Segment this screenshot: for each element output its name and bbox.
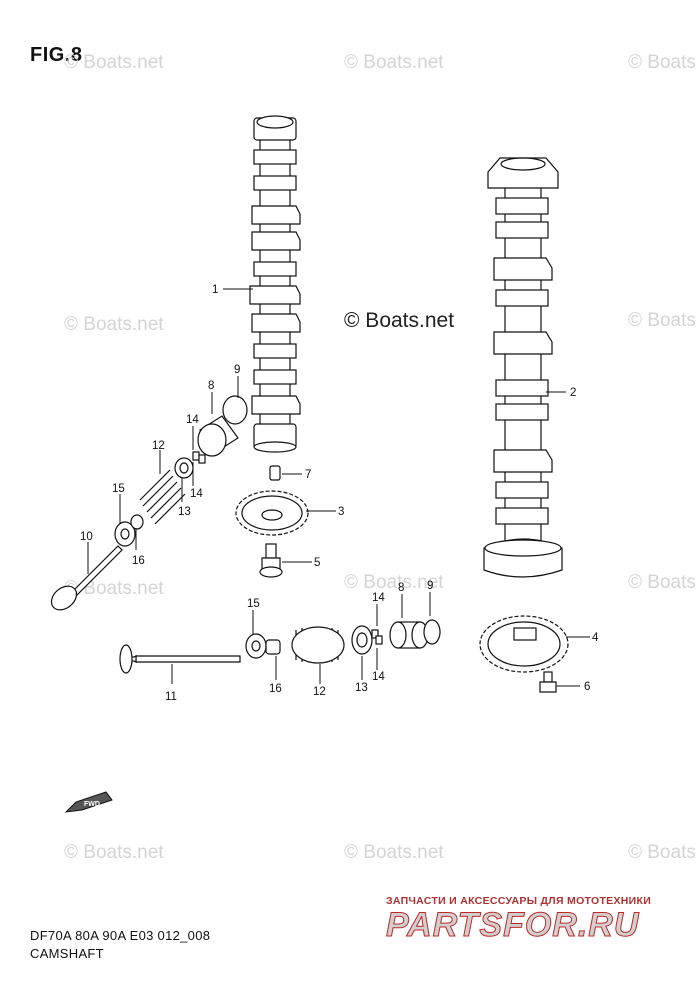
model-code: DF70A 80A 90A E03 012_008 [30, 928, 211, 943]
camshaft-sprocket-4 [479, 615, 569, 673]
callout-label: 11 [165, 691, 177, 703]
seat-15-upper [114, 521, 136, 547]
shim-9-lower [423, 619, 441, 645]
leader-lines [87, 288, 590, 687]
spring-12-lower [291, 626, 345, 664]
watermark-text: © Boats.net [344, 52, 444, 73]
callout-label: 6 [584, 681, 590, 693]
cotter-14-upper [192, 451, 206, 464]
figure-title: FIG.8 [30, 44, 83, 66]
callout-label: 15 [112, 483, 125, 495]
camshaft-sprocket-3 [235, 490, 309, 536]
watermark-text: © Boats.net [64, 842, 164, 863]
callout-label: 13 [178, 506, 191, 518]
seat-15-lower [245, 633, 267, 659]
shim-9-upper [222, 395, 248, 425]
callout-label: 3 [338, 506, 344, 518]
camshaft-intake [249, 115, 301, 453]
callout-label: 14 [186, 414, 199, 426]
callout-label: 9 [234, 364, 240, 376]
fwd-arrow-icon: FWD [64, 791, 113, 813]
watermark-text: © Boats.net [628, 52, 696, 73]
callout-label: 9 [427, 580, 433, 592]
brand-logo: PARTSFOR.RU [385, 906, 640, 945]
watermark-text: © Boats.net [628, 310, 696, 331]
seal-16-lower [265, 639, 281, 655]
spring-12-upper [139, 469, 186, 525]
callout-label: 14 [372, 592, 385, 604]
callout-label: 10 [80, 531, 93, 543]
callout-label: 8 [208, 380, 214, 392]
section-name: CAMSHAFT [30, 946, 104, 961]
watermark-text: © Boats.net [64, 52, 164, 73]
callout-labels: 1 2 3 4 5 6 7 8 8 9 9 10 11 12 12 13 13 … [80, 284, 599, 703]
bolt-5 [259, 543, 283, 578]
callout-label: 7 [305, 469, 311, 481]
callout-label: 14 [190, 488, 203, 500]
watermark-text: © Boats.net [344, 572, 444, 593]
valve-11 [119, 644, 241, 674]
valve-10 [50, 545, 123, 611]
watermark-main: © Boats.net [344, 309, 455, 332]
callout-label: 2 [570, 387, 576, 399]
watermark-text: © Boats.net [64, 314, 164, 335]
callout-label: 16 [132, 555, 145, 567]
seal-16-upper [130, 514, 144, 530]
callout-label: 4 [592, 632, 599, 644]
callout-label: 8 [398, 582, 404, 594]
callout-label: 12 [152, 440, 165, 452]
tappet-8-lower [389, 621, 429, 649]
retainer-13-lower [351, 625, 373, 655]
cotter-14-lower [371, 629, 383, 645]
dowel-pin-7 [269, 465, 281, 481]
fwd-arrow-label: FWD [84, 801, 100, 808]
bolt-6 [539, 671, 557, 693]
tappet-8-upper [197, 415, 239, 457]
brand-tagline: ЗАПЧАСТИ И АКСЕССУАРЫ ДЛЯ МОТОТЕХНИКИ [386, 895, 652, 907]
watermark-text: © Boats.net [628, 842, 696, 863]
callout-label: 16 [269, 683, 282, 695]
camshaft-exhaust [483, 157, 563, 578]
callout-label: 5 [314, 557, 320, 569]
callout-label: 14 [372, 671, 385, 683]
retainer-13-upper [174, 457, 194, 479]
watermark-text: © Boats.net [344, 842, 444, 863]
callout-label: 1 [212, 284, 218, 296]
callout-label: 15 [247, 598, 260, 610]
callout-label: 13 [355, 682, 368, 694]
callout-label: 12 [313, 686, 326, 698]
watermark-text: © Boats.net [628, 572, 696, 593]
